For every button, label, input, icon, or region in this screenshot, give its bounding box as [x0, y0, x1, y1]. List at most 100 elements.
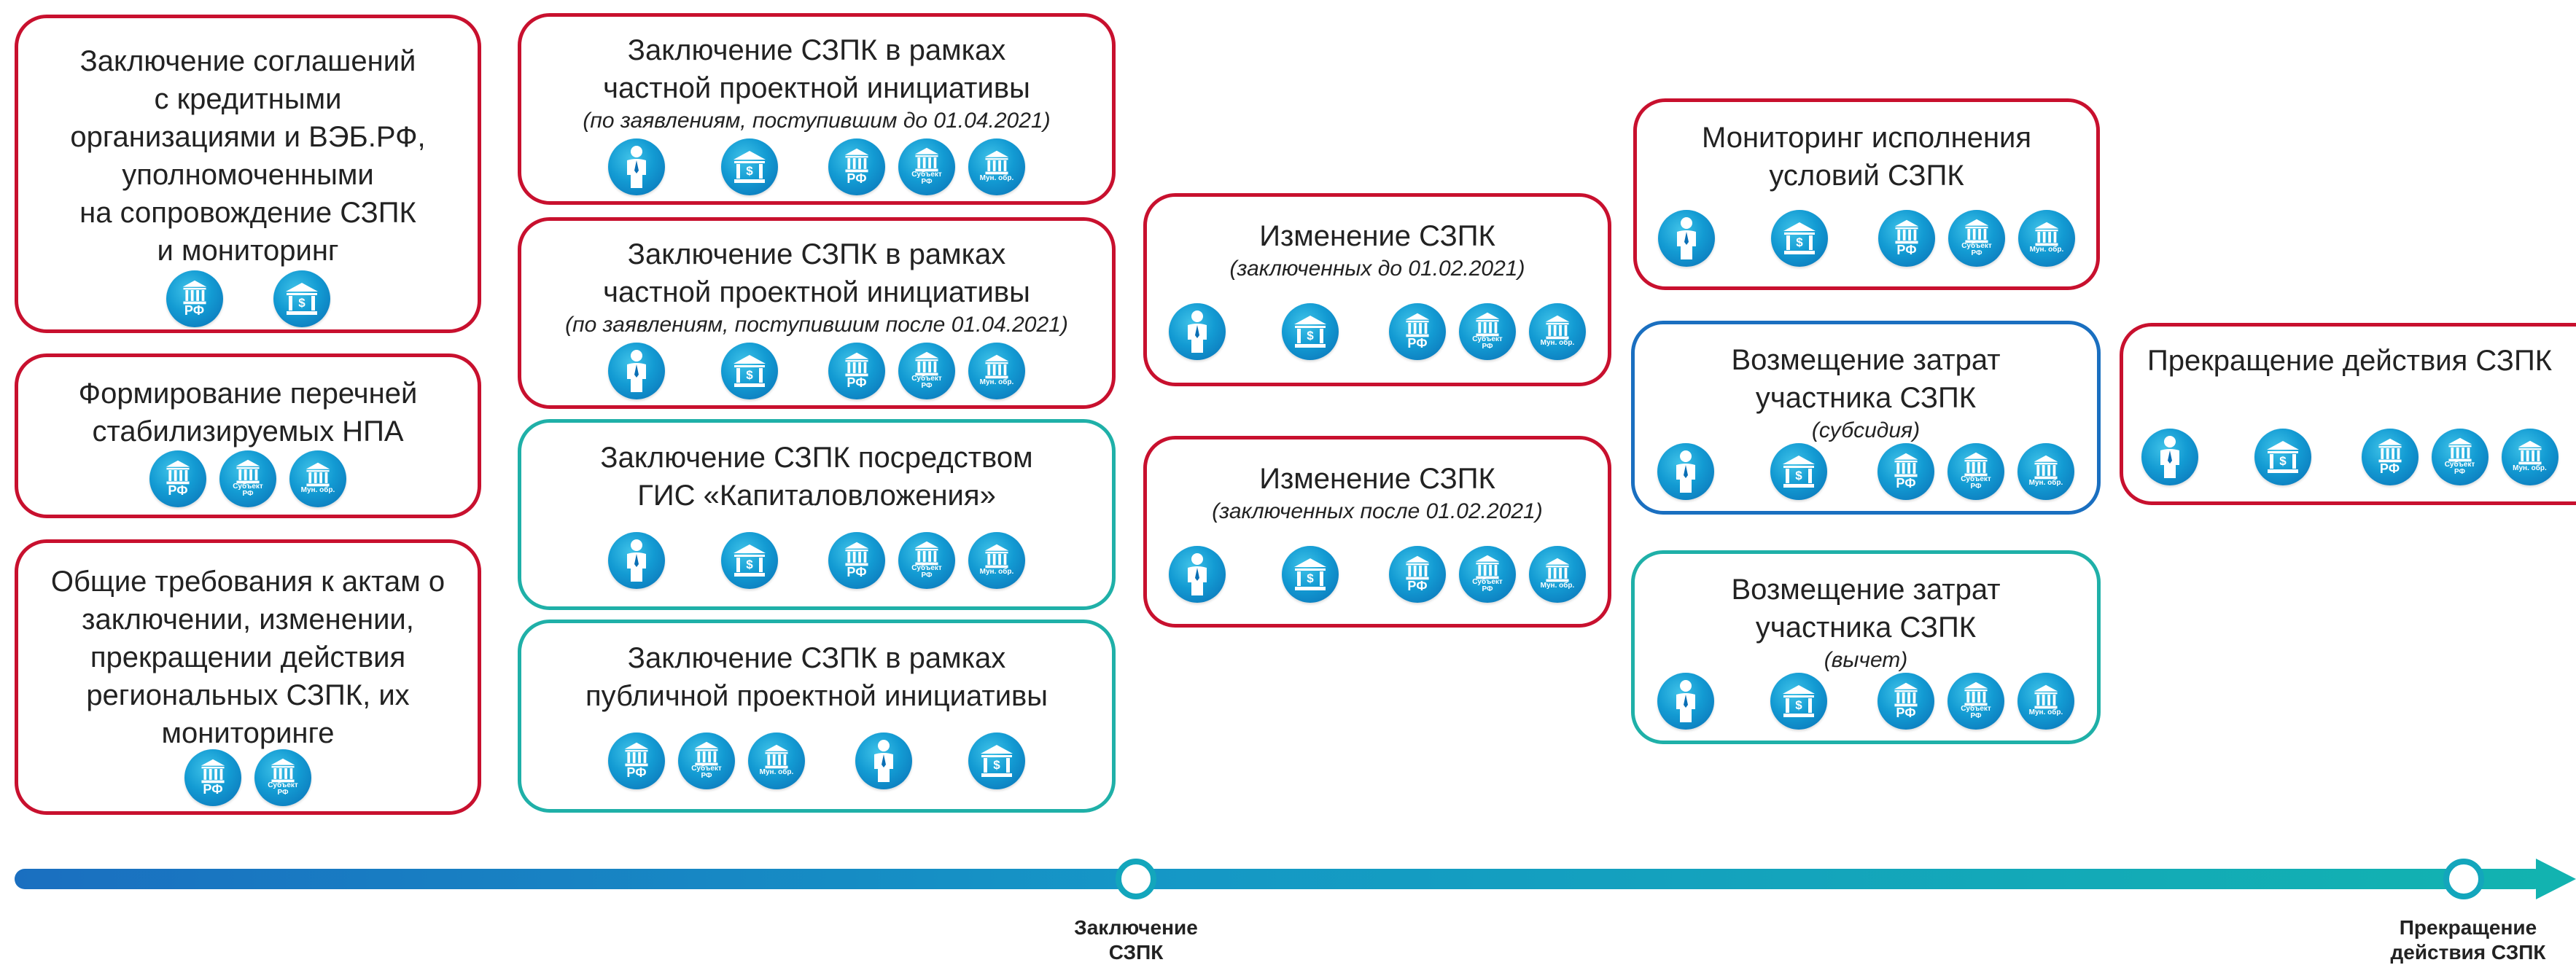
rf-label: РФ — [847, 565, 867, 579]
bank-icon: $ — [1282, 546, 1339, 603]
card-subtitle: (субсидия) — [1811, 418, 1921, 442]
card-title-line: Заключение СЗПК в рамках — [627, 34, 1006, 66]
timeline-node-termination — [2443, 859, 2484, 899]
card-subtitle: (заключенных до 01.02.2021) — [1229, 257, 1525, 281]
bank-icon: $ — [2254, 429, 2311, 485]
card-title-line: Общие требования к актам о — [50, 566, 445, 598]
card-title-line: Изменение СЗПК — [1259, 463, 1495, 495]
rf-label: РФ — [1896, 706, 1916, 720]
card-title-line: Заключение СЗПК в рамках — [627, 238, 1006, 270]
card-private-initiative-before: Заключение СЗПК в рамках частной проектн… — [518, 13, 1116, 205]
municipality-icon: Мун. обр. — [968, 343, 1025, 399]
mun-label: Мун. обр. — [2028, 479, 2063, 487]
rf-government-icon: РФ — [149, 450, 206, 507]
mun-label: Мун. обр. — [300, 486, 335, 494]
bank-icon: $ — [721, 343, 778, 399]
subject-rf-label-line: Субъект — [911, 564, 942, 572]
card-private-initiative-after: Заключение СЗПК в рамках частной проектн… — [518, 217, 1116, 409]
rf-government-icon: РФ — [1389, 303, 1446, 360]
subject-rf-label-line: Субъект — [1472, 578, 1503, 586]
svg-text:$: $ — [1795, 469, 1802, 482]
card-title-line: Заключение СЗПК в рамках — [627, 642, 1006, 674]
timeline-bar — [15, 869, 2545, 889]
card-stabilized-acts-list: Формирование перечней стабилизируемых НП… — [15, 353, 481, 518]
rf-government-icon: РФ — [184, 749, 241, 806]
mun-label: Мун. обр. — [2513, 464, 2547, 472]
mun-label: Мун. обр. — [1540, 339, 1575, 347]
municipality-icon: Мун. обр. — [748, 732, 805, 789]
card-title-line: участника СЗПК — [1755, 612, 1977, 644]
person-icon — [1657, 673, 1714, 730]
svg-text:$: $ — [298, 296, 306, 310]
rf-government-icon: РФ — [1877, 443, 1934, 500]
subject-rf-label-line: Субъект — [1961, 475, 1991, 483]
subject-rf-label-line: РФ — [2454, 468, 2466, 476]
rf-label: РФ — [203, 782, 223, 797]
person-icon — [1657, 443, 1714, 500]
card-title-line: мониторинге — [161, 717, 335, 749]
card-title-line: Прекращение действия СЗПК — [2147, 345, 2552, 377]
card-title-line: с кредитными — [154, 83, 342, 115]
subject-rf-label-line: РФ — [1482, 585, 1493, 593]
rf-label: РФ — [168, 483, 188, 498]
person-icon — [855, 732, 912, 789]
card-general-requirements: Общие требования к актам о заключении, и… — [15, 539, 481, 815]
card-title-line: и мониторинг — [157, 235, 339, 267]
icon-row: РФ $ — [18, 270, 478, 327]
subject-rf-label-line: Субъект — [233, 482, 263, 491]
subject-rf-label-line: Субъект — [1961, 705, 1991, 713]
svg-text:$: $ — [2279, 454, 2287, 468]
rf-label: РФ — [1896, 243, 1917, 257]
bank-icon: $ — [273, 270, 330, 327]
card-change-after: Изменение СЗПК (заключенных после 01.02.… — [1143, 436, 1611, 628]
person-icon — [608, 343, 665, 399]
mun-label: Мун. обр. — [979, 378, 1014, 386]
card-title-line: частной проектной инициативы — [603, 72, 1030, 104]
timeline-arrow-icon — [2536, 859, 2576, 899]
mun-label: Мун. обр. — [759, 768, 794, 776]
card-title-line: уполномоченными — [122, 159, 374, 191]
subject-rf-label-line: РФ — [277, 789, 289, 797]
subject-rf-label-line: Субъект — [2444, 461, 2475, 469]
municipality-icon: Мун. обр. — [968, 532, 1025, 589]
person-icon — [1658, 210, 1715, 267]
timeline-label-conclusion: Заключение СЗПК — [1063, 915, 1209, 965]
subject-rf-label-line: РФ — [921, 571, 933, 579]
svg-text:$: $ — [1307, 571, 1314, 585]
mun-label: Мун. обр. — [979, 568, 1014, 576]
card-title-line: заключении, изменении, — [82, 603, 414, 636]
timeline-label-line: действия СЗПК — [2390, 941, 2546, 964]
subject-rf-label-line: РФ — [1970, 712, 1982, 720]
rf-government-icon: РФ — [1389, 546, 1446, 603]
rf-government-icon: РФ — [2361, 429, 2419, 485]
rf-government-icon: РФ — [1877, 673, 1934, 730]
card-title-line: организациями и ВЭБ.РФ, — [70, 121, 426, 153]
rf-label: РФ — [2379, 461, 2400, 476]
svg-text:$: $ — [746, 558, 753, 571]
card-title-line: ГИС «Капиталовложения» — [637, 480, 996, 512]
bank-icon: $ — [1770, 673, 1827, 730]
rf-government-icon: РФ — [166, 270, 223, 327]
subject-rf-label-line: Субъект — [268, 781, 298, 789]
card-title-line: частной проектной инициативы — [603, 276, 1030, 308]
rf-label: РФ — [1407, 336, 1428, 351]
municipality-icon: Мун. обр. — [1529, 546, 1586, 603]
